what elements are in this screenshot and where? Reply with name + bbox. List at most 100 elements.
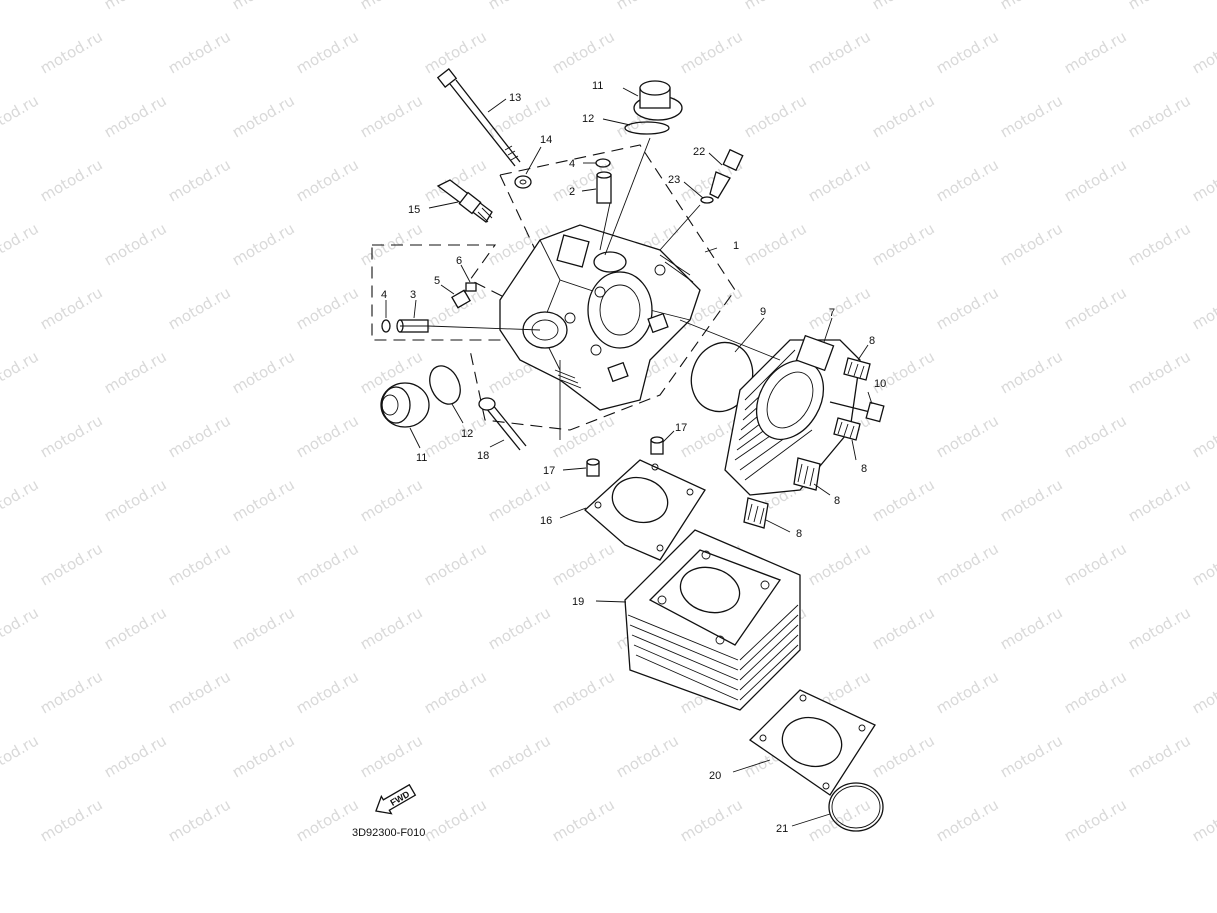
fwd-arrow-icon: FWD bbox=[375, 783, 417, 815]
watermark-text: motod.ru bbox=[1061, 27, 1130, 77]
callout-15: 15 bbox=[408, 204, 420, 216]
part-21-oring bbox=[828, 782, 884, 832]
part-13-bolt bbox=[436, 68, 521, 167]
watermark-text: motod.ru bbox=[101, 347, 170, 397]
cylinder-head bbox=[499, 224, 701, 411]
watermark-text: motod.ru bbox=[933, 667, 1002, 717]
watermark-text: motod.ru bbox=[421, 539, 490, 589]
watermark-text: motod.ru bbox=[1061, 667, 1130, 717]
callout-8b: 8 bbox=[861, 463, 867, 475]
watermark-text: motod.ru bbox=[293, 539, 362, 589]
callout-1: 1 bbox=[733, 240, 739, 252]
watermark-text: motod.ru bbox=[165, 667, 234, 717]
watermark-text: motod.ru bbox=[869, 731, 938, 781]
watermark-text: motod.ru bbox=[165, 27, 234, 77]
part-23-washer bbox=[700, 196, 714, 204]
watermark-text: motod.ru bbox=[1189, 27, 1217, 77]
watermark-text: motod.ru bbox=[997, 347, 1066, 397]
watermark-text: motod.ru bbox=[869, 91, 938, 141]
part-22-sensor bbox=[709, 148, 744, 199]
watermark-text: motod.ru bbox=[997, 91, 1066, 141]
watermark-text: motod.ru bbox=[805, 795, 874, 845]
watermark-text: motod.ru bbox=[1189, 795, 1217, 845]
watermark-text: motod.ru bbox=[0, 731, 42, 781]
watermark-text: motod.ru bbox=[1061, 155, 1130, 205]
watermark-text: motod.ru bbox=[1125, 603, 1194, 653]
watermark-text: motod.ru bbox=[933, 795, 1002, 845]
watermark-text: motod.ru bbox=[485, 731, 554, 781]
watermark-text: motod.ru bbox=[101, 219, 170, 269]
watermark-text: motod.ru bbox=[357, 91, 426, 141]
watermark-text: motod.ru bbox=[805, 27, 874, 77]
watermark-text: motod.ru bbox=[165, 411, 234, 461]
watermark-text: motod.ru bbox=[229, 347, 298, 397]
watermark-text: motod.ru bbox=[229, 0, 298, 13]
watermark-text: motod.ru bbox=[165, 795, 234, 845]
diagram-code: 3D92300-F010 bbox=[352, 827, 425, 839]
callout-20: 20 bbox=[709, 770, 721, 782]
watermark-text: motod.ru bbox=[1061, 411, 1130, 461]
watermark-text: motod.ru bbox=[1125, 731, 1194, 781]
callout-12-left: 12 bbox=[461, 428, 473, 440]
watermark-text: motod.ru bbox=[997, 475, 1066, 525]
watermark-text: motod.ru bbox=[741, 0, 810, 13]
watermark-text: motod.ru bbox=[805, 539, 874, 589]
watermark-text: motod.ru bbox=[1061, 539, 1130, 589]
part-16-gasket bbox=[584, 459, 706, 561]
callout-19: 19 bbox=[572, 596, 584, 608]
watermark-text: motod.ru bbox=[869, 475, 938, 525]
callout-10: 10 bbox=[874, 378, 886, 390]
watermark-text: motod.ru bbox=[357, 731, 426, 781]
watermark-text: motod.ru bbox=[229, 731, 298, 781]
watermark-text: motod.ru bbox=[421, 667, 490, 717]
watermark-text: motod.ru bbox=[1189, 539, 1217, 589]
watermark-text: motod.ru bbox=[293, 411, 362, 461]
callout-17-left: 17 bbox=[543, 465, 555, 477]
watermark-text: motod.ru bbox=[1189, 411, 1217, 461]
callout-labels: 1 2 3 4 4 5 6 7 8 8 8 8 9 10 11 11 12 12… bbox=[381, 80, 886, 835]
callout-4-left: 4 bbox=[381, 289, 387, 301]
watermark-text: motod.ru bbox=[933, 411, 1002, 461]
callout-9: 9 bbox=[760, 306, 766, 318]
watermark-text: motod.ru bbox=[805, 283, 874, 333]
part-11-cap-top bbox=[633, 80, 683, 121]
watermark-text: motod.ru bbox=[37, 667, 106, 717]
part-8-dampers bbox=[743, 357, 871, 529]
watermark-layer: motod.ru motod.ru motod.ru motod.ru motod.ru… bbox=[0, 0, 1217, 845]
watermark-text: motod.ru bbox=[549, 27, 618, 77]
watermark-text: motod.ru bbox=[101, 91, 170, 141]
watermark-text: motod.ru bbox=[0, 91, 42, 141]
part-7-cover bbox=[724, 334, 861, 496]
callout-6: 6 bbox=[456, 255, 462, 267]
watermark-text: motod.ru bbox=[229, 603, 298, 653]
watermark-text: motod.ru bbox=[997, 0, 1066, 13]
callout-7: 7 bbox=[829, 307, 835, 319]
watermark-text: motod.ru bbox=[229, 219, 298, 269]
watermark-text: motod.ru bbox=[293, 155, 362, 205]
callout-17-right: 17 bbox=[675, 422, 687, 434]
part-20-gasket bbox=[748, 689, 876, 796]
watermark-text: motod.ru bbox=[549, 795, 618, 845]
watermark-text: motod.ru bbox=[0, 0, 42, 13]
watermark-text: motod.ru bbox=[293, 283, 362, 333]
callout-13: 13 bbox=[509, 92, 521, 104]
watermark-text: motod.ru bbox=[933, 539, 1002, 589]
watermark-text: motod.ru bbox=[549, 411, 618, 461]
watermark-text: motod.ru bbox=[0, 347, 42, 397]
watermark-text: motod.ru bbox=[37, 27, 106, 77]
part-15-spark-plug bbox=[436, 179, 493, 223]
part-18-bolt bbox=[478, 397, 527, 451]
watermark-text: motod.ru bbox=[101, 475, 170, 525]
watermark-text: motod.ru bbox=[101, 0, 170, 13]
watermark-text: motod.ru bbox=[1125, 91, 1194, 141]
watermark-text: motod.ru bbox=[741, 91, 810, 141]
watermark-text: motod.ru bbox=[0, 475, 42, 525]
watermark-text: motod.ru bbox=[37, 539, 106, 589]
part-11-cap-left bbox=[380, 382, 430, 428]
watermark-text: motod.ru bbox=[1189, 283, 1217, 333]
watermark-text: motod.ru bbox=[37, 283, 106, 333]
watermark-text: motod.ru bbox=[37, 411, 106, 461]
part-12-orings bbox=[429, 121, 670, 405]
watermark-text: motod.ru bbox=[101, 603, 170, 653]
watermark-text: motod.ru bbox=[357, 475, 426, 525]
